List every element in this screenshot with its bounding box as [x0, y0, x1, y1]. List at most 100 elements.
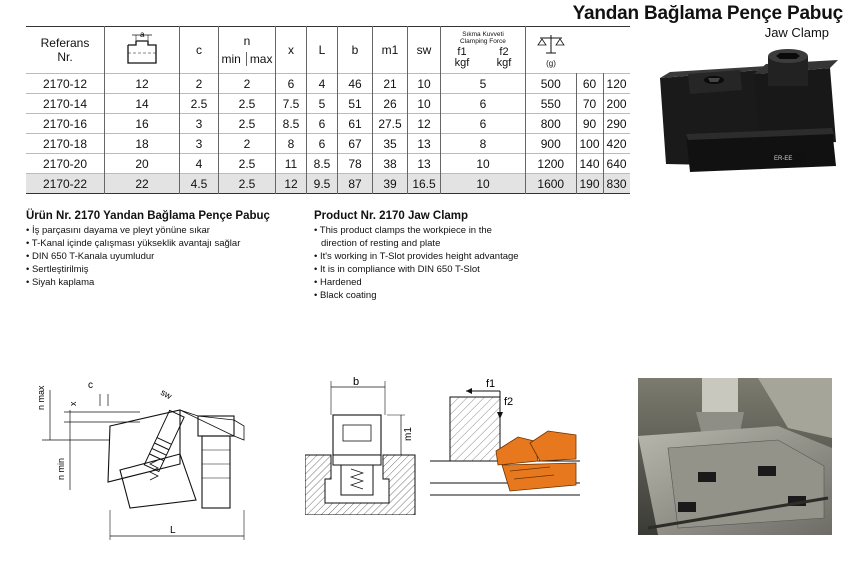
table-cell-a: 20 [104, 153, 180, 174]
table-cell-g: 120 [603, 73, 630, 94]
list-item: Black coating [314, 289, 574, 302]
description-tr-list: İş parçasını dayama ve pleyt yönüne sıka… [26, 224, 306, 289]
table-cell-ref: 2170-16 [26, 113, 105, 134]
header-weight: (g) [526, 27, 577, 74]
table-cell-nmin: 2.5 [218, 153, 276, 174]
table-cell-b: 38 [372, 153, 408, 174]
list-item: DIN 650 T-Kanala uyumludur [26, 250, 306, 263]
description-en-list: This product clamps the workpiece in the… [314, 224, 574, 250]
dim-x: x [68, 401, 78, 406]
table-cell-L: 78 [337, 153, 373, 174]
dim-m1: m1 [403, 427, 414, 441]
table-cell-L: 87 [337, 173, 373, 194]
list-item: It is in compliance with DIN 650 T-Slot [314, 263, 574, 276]
table-cell-g: 200 [603, 93, 630, 114]
table-cell-sw: 8 [440, 133, 526, 154]
product-photo: ER-EE [660, 49, 838, 172]
table-cell-f2: 70 [576, 93, 604, 114]
table-cell-ref: 2170-18 [26, 133, 105, 154]
header-m1: m1 [372, 26, 408, 74]
table-cell-c: 3 [179, 133, 219, 154]
table-cell-f1: 1200 [525, 153, 577, 174]
t-slot-section-icon: a [127, 30, 157, 64]
table-cell-sw: 6 [440, 113, 526, 134]
description-en-title: Product Nr. 2170 Jaw Clamp [314, 210, 469, 222]
table-cell-b: 21 [372, 73, 408, 94]
description-tr-title: Ürün Nr. 2170 Yandan Bağlama Pençe Pabuç [26, 210, 270, 222]
table-cell-g: 290 [603, 113, 630, 134]
side-view-drawing: L n max n min c x sw [36, 380, 245, 540]
table-cell-sw: 6 [440, 93, 526, 114]
table-cell-ref: 2170-20 [26, 153, 105, 174]
header-x: x [275, 26, 307, 74]
dim-n-max: n max [36, 385, 46, 410]
table-cell-b: 27.5 [372, 113, 408, 134]
table-cell-nmax: 7.5 [275, 93, 307, 114]
table-cell-f1: 1600 [525, 173, 577, 194]
list-item-continuation: direction of resting and plate [321, 238, 441, 249]
list-item: İş parçasını dayama ve pleyt yönüne sıka… [26, 224, 306, 237]
table-cell-m1: 13 [407, 133, 441, 154]
list-item: Hardened [314, 276, 574, 289]
header-sw: sw [407, 26, 441, 74]
table-cell-sw: 10 [440, 153, 526, 174]
table-cell-nmax: 12 [275, 173, 307, 194]
list-item: Siyah kaplama [26, 276, 306, 289]
table-cell-c: 4 [179, 153, 219, 174]
table-cell-a: 22 [104, 173, 180, 194]
list-item: It's working in T-Slot provides height a… [314, 250, 574, 263]
table-cell-m1: 13 [407, 153, 441, 174]
table-cell-nmax: 11 [275, 153, 307, 174]
table-cell-g: 830 [603, 173, 630, 194]
table-cell-x: 8.5 [306, 153, 338, 174]
dim-n-min: n min [56, 458, 66, 480]
table-cell-b: 39 [372, 173, 408, 194]
table-cell-x: 9.5 [306, 173, 338, 194]
table-cell-f2: 140 [576, 153, 604, 174]
table-cell-L: 67 [337, 133, 373, 154]
header-b: b [337, 26, 373, 74]
description-en: Product Nr. 2170 Jaw Clamp This product … [314, 210, 574, 302]
page-title: Yandan Bağlama Pençe Pabuç [572, 3, 844, 24]
description-en-list-rest: It's working in T-Slot provides height a… [314, 250, 574, 302]
table-cell-nmin: 2 [218, 73, 276, 94]
table-cell-f2: 60 [576, 73, 604, 94]
machining-photo [638, 378, 832, 535]
table-cell-ref: 2170-14 [26, 93, 105, 114]
table-cell-b: 35 [372, 133, 408, 154]
table-cell-f1: 900 [525, 133, 577, 154]
table-cell-nmax: 8.5 [275, 113, 307, 134]
table-cell-nmin: 2 [218, 133, 276, 154]
svg-text:a: a [140, 30, 145, 39]
table-cell-c: 2 [179, 73, 219, 94]
table-cell-f2: 90 [576, 113, 604, 134]
table-cell-nmin: 2.5 [218, 173, 276, 194]
header-a-diagram: a [104, 26, 180, 74]
table-cell-a: 16 [104, 113, 180, 134]
table-cell-nmax: 8 [275, 133, 307, 154]
table-cell-f1: 800 [525, 113, 577, 134]
table-cell-sw: 5 [440, 73, 526, 94]
table-cell-m1: 10 [407, 73, 441, 94]
table-cell-L: 46 [337, 73, 373, 94]
clamping-force-drawing: f1 f2 [430, 378, 580, 496]
label-f2: f2 [504, 396, 513, 408]
table-cell-g: 420 [603, 133, 630, 154]
list-item: T-Kanal içinde çalışması yükseklik avant… [26, 237, 306, 250]
table-cell-f1: 550 [525, 93, 577, 114]
table-cell-sw: 10 [440, 173, 526, 194]
table-cell-x: 4 [306, 73, 338, 94]
table-cell-nmin: 2.5 [218, 93, 276, 114]
label-f1: f1 [486, 378, 495, 390]
list-item: This product clamps the workpiece in the [314, 224, 574, 237]
